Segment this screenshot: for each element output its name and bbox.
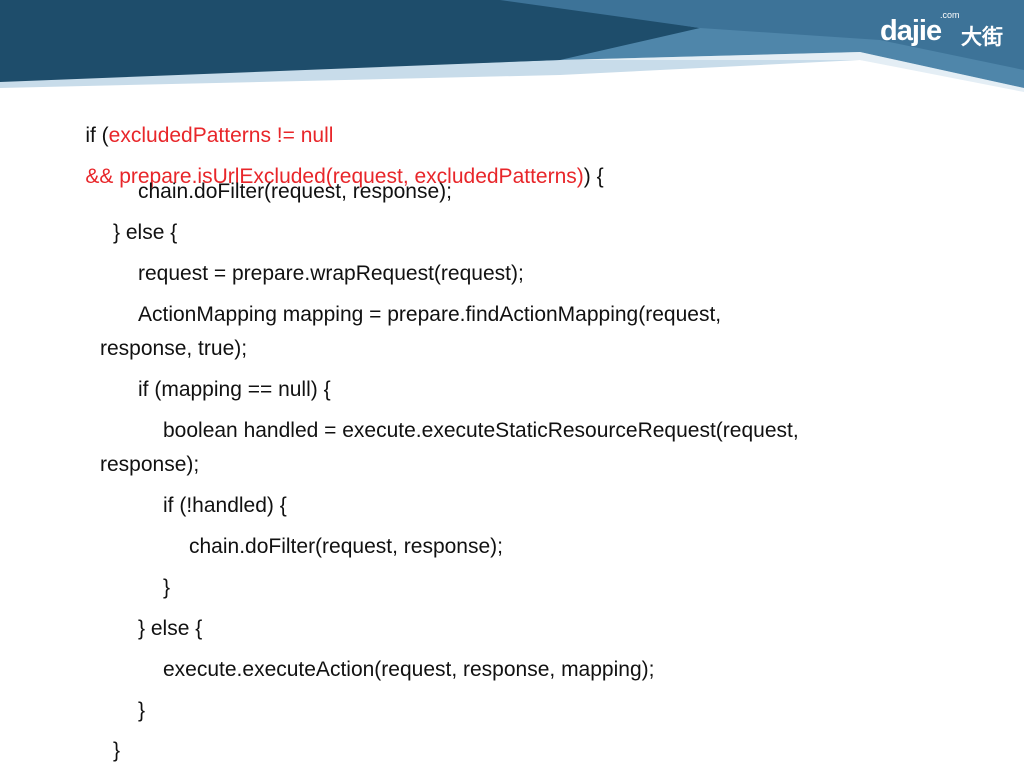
logo-chinese: 大街 bbox=[961, 25, 1003, 49]
code-line: if (excludedPatterns != null bbox=[62, 97, 333, 175]
code-highlight: && prepare.isUrlExcluded(request, exclud… bbox=[85, 165, 584, 188]
code-text: if ( bbox=[85, 124, 109, 147]
code-line: } else { bbox=[113, 221, 178, 244]
code-line: } bbox=[113, 739, 121, 762]
code-line: && prepare.isUrlExcluded(request, exclud… bbox=[62, 138, 604, 216]
banner-highlight bbox=[560, 52, 1024, 96]
code-highlight: excludedPatterns != null bbox=[108, 124, 334, 147]
code-line: if (!handled) { bbox=[163, 494, 287, 517]
code-line: } bbox=[138, 699, 146, 722]
logo-domain: .com bbox=[940, 10, 960, 20]
code-line: ActionMapping mapping = prepare.findActi… bbox=[138, 303, 722, 326]
code-line: request = prepare.wrapRequest(request); bbox=[138, 262, 524, 285]
code-line: } bbox=[163, 576, 171, 599]
code-line: response); bbox=[100, 453, 200, 476]
code-line: chain.doFilter(request, response); bbox=[138, 180, 452, 203]
code-line: response, true); bbox=[100, 337, 248, 360]
header-banner bbox=[0, 0, 1024, 96]
code-line: execute.executeAction(request, response,… bbox=[163, 658, 655, 681]
banner-dark-band bbox=[0, 0, 700, 82]
code-line: boolean handled = execute.executeStaticR… bbox=[163, 419, 799, 442]
code-text: ) { bbox=[583, 165, 604, 188]
logo-word: dajie bbox=[880, 15, 942, 47]
code-line: chain.doFilter(request, response); bbox=[189, 535, 503, 558]
dajie-logo: .com dajie 大街 bbox=[880, 10, 1016, 50]
banner-dark-band-right bbox=[500, 0, 1024, 70]
code-line: if (mapping == null) { bbox=[138, 378, 331, 401]
code-line: } else { bbox=[138, 617, 203, 640]
